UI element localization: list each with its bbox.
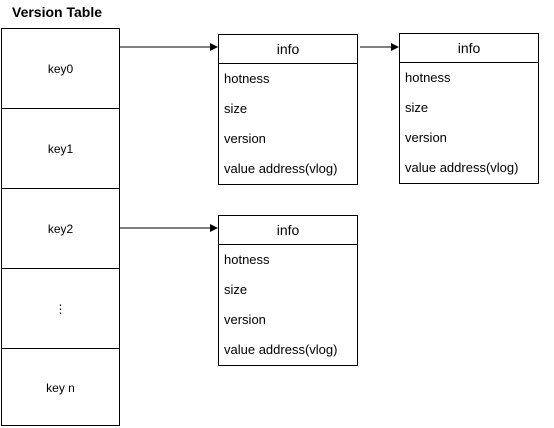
table-row-ellipsis: ⋮ — [2, 268, 119, 349]
info-card-0: info hotness size version value address(… — [218, 34, 358, 185]
card-header: info — [219, 216, 357, 245]
diagram-title: Version Table — [12, 4, 102, 20]
table-row-key2: key2 — [2, 188, 119, 269]
table-row-key1: key1 — [2, 108, 119, 189]
info-card-2: info hotness size version value address(… — [218, 215, 358, 366]
table-row-key0: key0 — [2, 29, 119, 109]
field-size: size — [224, 101, 248, 116]
field-value-address: value address(vlog) — [224, 161, 338, 176]
row-label: key0 — [47, 62, 74, 76]
field-size: size — [224, 282, 248, 297]
field-hotness: hotness — [224, 71, 270, 86]
field-version: version — [405, 130, 447, 145]
field-hotness: hotness — [405, 70, 451, 85]
row-label: key1 — [47, 142, 74, 156]
field-value-address: value address(vlog) — [405, 160, 519, 175]
row-label: key2 — [47, 222, 74, 236]
version-table: key0 key1 key2 ⋮ key n — [1, 28, 120, 426]
row-label: ⋮ — [54, 302, 67, 316]
card-header: info — [219, 35, 357, 64]
info-card-1: info hotness size version value address(… — [399, 33, 539, 184]
card-header: info — [400, 34, 538, 63]
field-version: version — [224, 131, 266, 146]
field-hotness: hotness — [224, 252, 270, 267]
table-row-keyn: key n — [2, 348, 119, 426]
row-label: key n — [46, 380, 75, 395]
field-value-address: value address(vlog) — [224, 342, 338, 357]
field-size: size — [405, 100, 429, 115]
field-version: version — [224, 312, 266, 327]
